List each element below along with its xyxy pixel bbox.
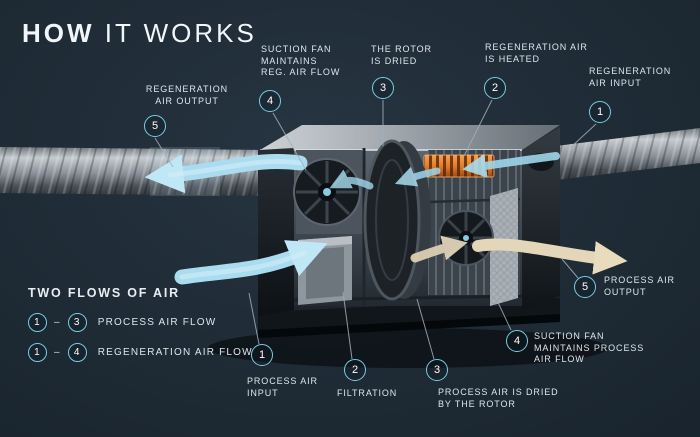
callout-label-line: REG. AIR FLOW — [261, 67, 341, 77]
callout-label: SUCTION FAN MAINTAINS PROCESS AIR FLOW — [534, 331, 644, 366]
legend-row-label: PROCESS AIR FLOW — [97, 317, 217, 328]
callout-label-line: AIR OUTPUT — [155, 95, 219, 106]
callout-label-line: INPUT — [247, 387, 279, 398]
callout-label-line: REGENERATION — [145, 84, 229, 94]
callout-number-badge: 5 — [574, 276, 596, 298]
callout-number-badge: 2 — [484, 77, 506, 99]
callout-number-badge: 4 — [506, 330, 528, 352]
callout-label-line: PROCESS AIR — [604, 275, 675, 285]
legend-dash: – — [54, 347, 61, 358]
legend-dash: – — [54, 317, 61, 328]
regen-flow-arrows — [329, 152, 560, 190]
callout-number-badge: 1 — [251, 344, 273, 366]
legend-badge-to: 3 — [67, 313, 87, 332]
callout-label: PROCESS AIR OUTPUT — [604, 275, 675, 298]
callout-label-line: AIR FLOW — [534, 354, 585, 364]
legend-row-process-air-flow: 1 – 3 PROCESS AIR FLOW — [28, 313, 253, 332]
callout-label-line: REGENERATION — [589, 66, 672, 76]
callout-label-line: THE ROTOR — [371, 44, 432, 54]
callout-label: FILTRATION — [337, 388, 397, 400]
page-title: HOW IT WORKS — [22, 18, 257, 49]
callout-label: REGENERATION AIR IS HEATED — [485, 42, 588, 65]
callout-label-line: MAINTAINS — [261, 55, 318, 66]
callout-label-line: IS HEATED — [485, 53, 540, 64]
callout-label: SUCTION FAN MAINTAINS REG. AIR FLOW — [261, 44, 340, 79]
callout-number-badge: 2 — [344, 359, 366, 381]
callout-label-line: MAINTAINS PROCESS — [534, 342, 645, 353]
callout-label-line: SUCTION FAN — [261, 44, 332, 54]
process-fan — [438, 210, 494, 266]
process-flow-arrows — [410, 235, 628, 275]
callout-label: PROCESS AIR INPUT — [247, 376, 318, 399]
regen-output-arrow — [144, 153, 308, 194]
legend-row-label: REGENERATION AIR FLOW — [97, 347, 253, 358]
callout-label-line: SUCTION FAN — [534, 331, 605, 341]
callout-label-line: FILTRATION — [337, 388, 398, 398]
process-input-arrow — [174, 240, 328, 285]
legend-title: TWO FLOWS OF AIR — [28, 286, 180, 300]
callout-label-line: OUTPUT — [604, 286, 647, 297]
callout-label-line: AIR INPUT — [589, 77, 642, 88]
callout-label: REGENERATION AIR OUTPUT — [133, 84, 241, 107]
callout-label: REGENERATION AIR INPUT — [589, 66, 671, 89]
callout-number-badge: 5 — [144, 115, 166, 137]
callout-label: THE ROTOR IS DRIED — [371, 44, 432, 67]
regen-input-duct — [556, 128, 700, 180]
callout-number-badge: 1 — [589, 101, 611, 123]
title-rest: IT WORKS — [104, 18, 257, 48]
callout-label: PROCESS AIR IS DRIED BY THE ROTOR — [438, 387, 559, 410]
leader-lines — [154, 99, 597, 360]
legend-badge-from: 1 — [28, 343, 47, 362]
callout-label-line: REGENERATION AIR — [485, 42, 588, 52]
callout-label-line: BY THE ROTOR — [438, 398, 516, 409]
title-word-how: HOW — [22, 18, 95, 48]
callout-number-badge: 3 — [372, 77, 394, 99]
callout-label-line: PROCESS AIR IS DRIED — [438, 387, 559, 397]
callout-label-line: PROCESS AIR — [247, 376, 318, 386]
callout-label-line: IS DRIED — [371, 55, 418, 66]
rotor — [363, 139, 431, 301]
legend-badge-from: 1 — [28, 313, 47, 332]
legend: TWO FLOWS OF AIR 1 – 3 PROCESS AIR FLOW … — [28, 286, 253, 373]
legend-badge-to: 4 — [67, 343, 87, 362]
callout-number-badge: 4 — [259, 90, 281, 112]
legend-row-regeneration-air-flow: 1 – 4 REGENERATION AIR FLOW — [28, 343, 253, 362]
callout-number-badge: 3 — [426, 359, 448, 381]
